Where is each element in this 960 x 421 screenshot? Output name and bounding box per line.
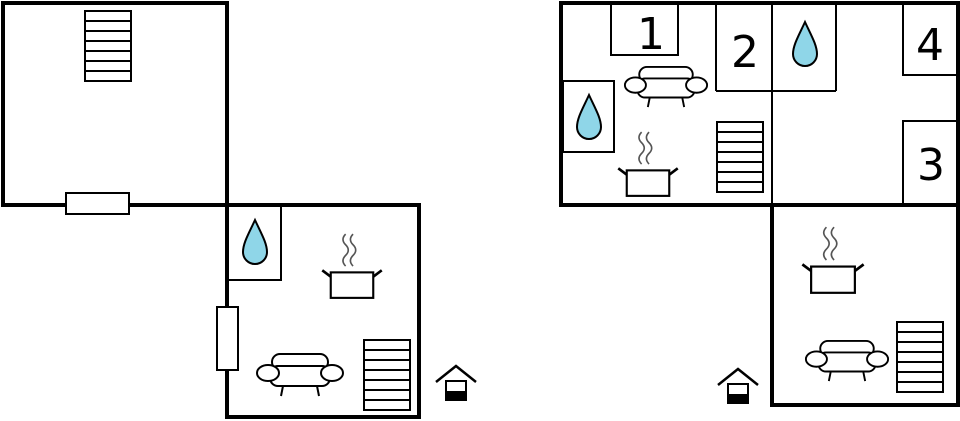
stairs-icon — [362, 339, 412, 411]
water-drop-icon — [242, 219, 268, 265]
room-box-4 — [902, 2, 959, 76]
cooking-pot-icon — [801, 225, 865, 295]
room-number-4: 4 — [916, 20, 944, 71]
sofa-icon — [256, 353, 344, 397]
room-number-2: 2 — [731, 27, 759, 78]
right-upper-block — [559, 1, 960, 207]
window-icon — [65, 192, 130, 215]
stairs-icon — [715, 121, 765, 193]
room-number-1: 1 — [637, 9, 665, 60]
room-box-3 — [902, 120, 959, 206]
left-floor — [1, 1, 478, 419]
right-lower-room — [770, 205, 960, 407]
house-entrance-icon — [716, 367, 760, 405]
stairs-icon — [84, 10, 132, 82]
bathroom-alcove — [226, 204, 282, 281]
bathroom-alcove — [562, 80, 615, 153]
water-drop-icon — [576, 94, 602, 140]
water-drop-icon — [792, 21, 818, 67]
sofa-icon — [623, 65, 709, 109]
room-box-1 — [610, 2, 679, 56]
window-icon — [216, 306, 239, 371]
house-entrance-icon — [434, 364, 478, 402]
right-floor: 1 2 4 3 — [559, 1, 960, 407]
room-number-3: 3 — [917, 140, 945, 191]
stairs-icon — [896, 321, 944, 393]
sofa-icon — [804, 339, 890, 383]
cooking-pot-icon — [616, 130, 680, 198]
cooking-pot-icon — [320, 232, 384, 300]
